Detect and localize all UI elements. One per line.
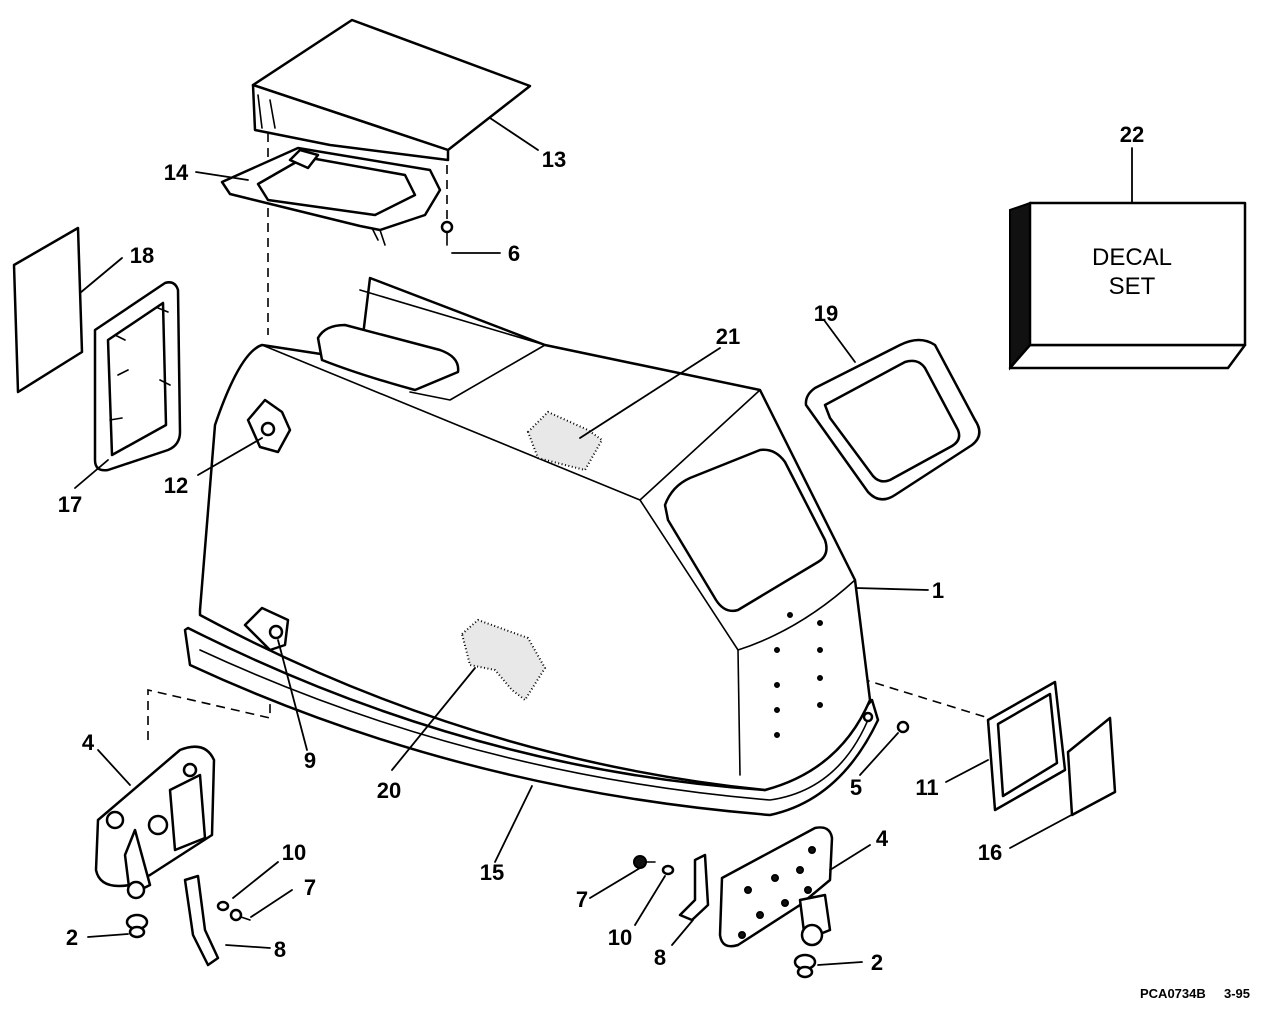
engine-cover-part	[183, 276, 910, 817]
callout-4-right: 4	[876, 826, 889, 851]
date-code: 3-95	[1224, 986, 1250, 1001]
decal-set-line1: DECAL	[1092, 244, 1172, 271]
rear-frame-part-11	[986, 680, 1067, 812]
screw-left-7	[229, 908, 251, 922]
vent-holes	[774, 612, 823, 738]
callout-2-right: 2	[871, 950, 883, 975]
frame-part-17	[93, 281, 182, 472]
callout-8-right: 8	[654, 945, 666, 970]
decal-set-line2: SET	[1109, 273, 1156, 300]
callout-15: 15	[480, 860, 504, 885]
callout-6: 6	[508, 241, 520, 266]
callout-10-left: 10	[282, 840, 306, 865]
callout-22: 22	[1120, 122, 1144, 147]
callout-10-right: 10	[608, 925, 632, 950]
screw-part-6	[440, 220, 454, 246]
bracket-right-8	[678, 853, 710, 922]
screw-right-7	[633, 855, 656, 869]
bracket-left-8	[183, 874, 220, 967]
callout-9: 9	[304, 748, 316, 773]
callout-5: 5	[850, 775, 862, 800]
callout-18: 18	[130, 243, 154, 268]
washer-left-10	[216, 900, 230, 912]
callout-16: 16	[978, 840, 1002, 865]
callout-1: 1	[932, 578, 944, 603]
callout-17: 17	[58, 492, 82, 517]
callout-labels: 1 2 2 4 4 5 6 7 7 8 8 9 10 10 11 12 13 1…	[58, 122, 1144, 975]
decal-sheet-18	[12, 226, 84, 394]
callout-11: 11	[915, 775, 938, 800]
callout-8-left: 8	[274, 937, 286, 962]
callout-12: 12	[164, 473, 188, 498]
callout-14: 14	[164, 160, 189, 185]
rear-decal-16	[1066, 716, 1117, 817]
washer-right-10	[661, 864, 675, 876]
callout-21: 21	[716, 324, 740, 349]
leader-lines	[74, 117, 1133, 966]
window-seal-part	[804, 338, 981, 501]
callout-7-left: 7	[304, 875, 316, 900]
latch-part-9	[243, 606, 290, 652]
mount-bracket-right	[718, 826, 834, 948]
drawing-id: PCA0734B	[1140, 986, 1206, 1001]
decal-arrow-20	[460, 618, 547, 702]
grommet-right	[793, 953, 817, 979]
decal-arrow-21	[526, 410, 604, 472]
grommet-left	[125, 913, 149, 939]
decal-set-box: DECAL SET	[1008, 201, 1247, 371]
callout-2-left: 2	[66, 925, 78, 950]
intake-grille-part	[220, 146, 442, 246]
callout-19: 19	[814, 301, 838, 326]
drawing-footer: PCA0734B 3-95	[1140, 986, 1250, 1001]
callout-20: 20	[377, 778, 401, 803]
mount-bracket-left	[94, 745, 216, 900]
top-cover-part	[251, 18, 532, 162]
callout-7-right: 7	[576, 887, 588, 912]
callout-4-left: 4	[82, 730, 95, 755]
callout-13: 13	[542, 147, 566, 172]
